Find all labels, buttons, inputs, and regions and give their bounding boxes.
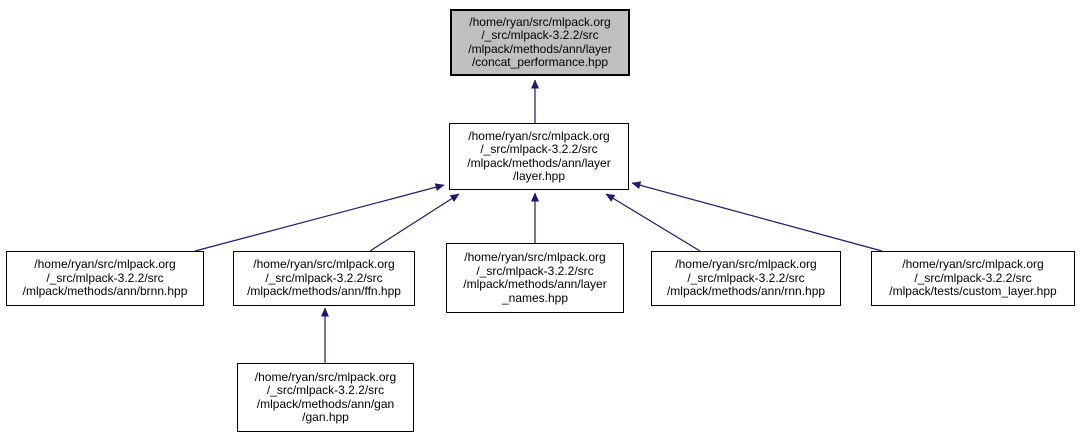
node-text-line: /_src/mlpack-3.2.2/src: [480, 142, 598, 156]
node-concat-performance-hpp: /home/ryan/src/mlpack.org /_src/mlpack-3…: [450, 9, 630, 76]
node-text-line: /home/ryan/src/mlpack.org: [254, 369, 397, 384]
node-layer-names-hpp[interactable]: /home/ryan/src/mlpack.org /_src/mlpack-3…: [446, 243, 624, 313]
node-text-line: /home/ryan/src/mlpack.org: [34, 257, 176, 272]
node-text-line: /mlpack/methods/ann/ffn.hpp: [247, 284, 401, 299]
node-text-line: /home/ryan/src/mlpack.org: [675, 257, 817, 272]
node-text-line: /_src/mlpack-3.2.2/src: [914, 270, 1032, 285]
node-text-line: /mlpack/methods/ann/gan: [256, 396, 395, 411]
node-ffn-hpp[interactable]: /home/ryan/src/mlpack.org /_src/mlpack-3…: [233, 251, 415, 306]
node-brnn-hpp[interactable]: /home/ryan/src/mlpack.org /_src/mlpack-3…: [6, 251, 204, 306]
node-text-line: /mlpack/tests/custom_layer.hpp: [889, 284, 1057, 299]
node-text-line: /concat_performance.hpp: [471, 55, 609, 69]
node-custom-layer-hpp[interactable]: /home/ryan/src/mlpack.org /_src/mlpack-3…: [871, 251, 1075, 306]
node-text-line: /layer.hpp: [512, 169, 566, 183]
node-text-line: /mlpack/methods/ann/layer: [467, 155, 611, 170]
node-text-line: /home/ryan/src/mlpack.org: [253, 257, 395, 272]
node-text-line: /home/ryan/src/mlpack.org: [468, 128, 610, 143]
edge-custom-layer-to-layer: [631, 181, 883, 252]
node-text-line: /_src/mlpack-3.2.2/src: [476, 263, 594, 278]
node-text-line: /gan.hpp: [302, 410, 349, 424]
node-text-line: /_src/mlpack-3.2.2/src: [266, 383, 385, 397]
node-layer-hpp[interactable]: /home/ryan/src/mlpack.org /_src/mlpack-3…: [449, 123, 629, 190]
node-text-line: /home/ryan/src/mlpack.org: [469, 14, 611, 29]
node-text-line: _names.hpp: [501, 290, 569, 305]
node-text-line: /mlpack/methods/ann/brnn.hpp: [22, 284, 188, 299]
node-gan-hpp[interactable]: /home/ryan/src/mlpack.org /_src/mlpack-3…: [237, 363, 414, 432]
node-text-line: /_src/mlpack-3.2.2/src: [265, 270, 383, 285]
edge-brnn-to-layer: [194, 183, 445, 252]
node-text-line: /mlpack/methods/ann/layer: [463, 277, 607, 291]
node-rnn-hpp[interactable]: /home/ryan/src/mlpack.org /_src/mlpack-3…: [651, 251, 841, 306]
node-text-line: /_src/mlpack-3.2.2/src: [481, 28, 599, 42]
node-text-line: /_src/mlpack-3.2.2/src: [687, 270, 805, 285]
node-text-line: /home/ryan/src/mlpack.org: [902, 257, 1044, 272]
node-text-line: /mlpack/methods/ann/rnn.hpp: [666, 284, 826, 299]
node-text-line: /mlpack/methods/ann/layer: [468, 41, 612, 56]
node-text-line: /home/ryan/src/mlpack.org: [464, 250, 606, 264]
node-text-line: /_src/mlpack-3.2.2/src: [46, 270, 164, 285]
